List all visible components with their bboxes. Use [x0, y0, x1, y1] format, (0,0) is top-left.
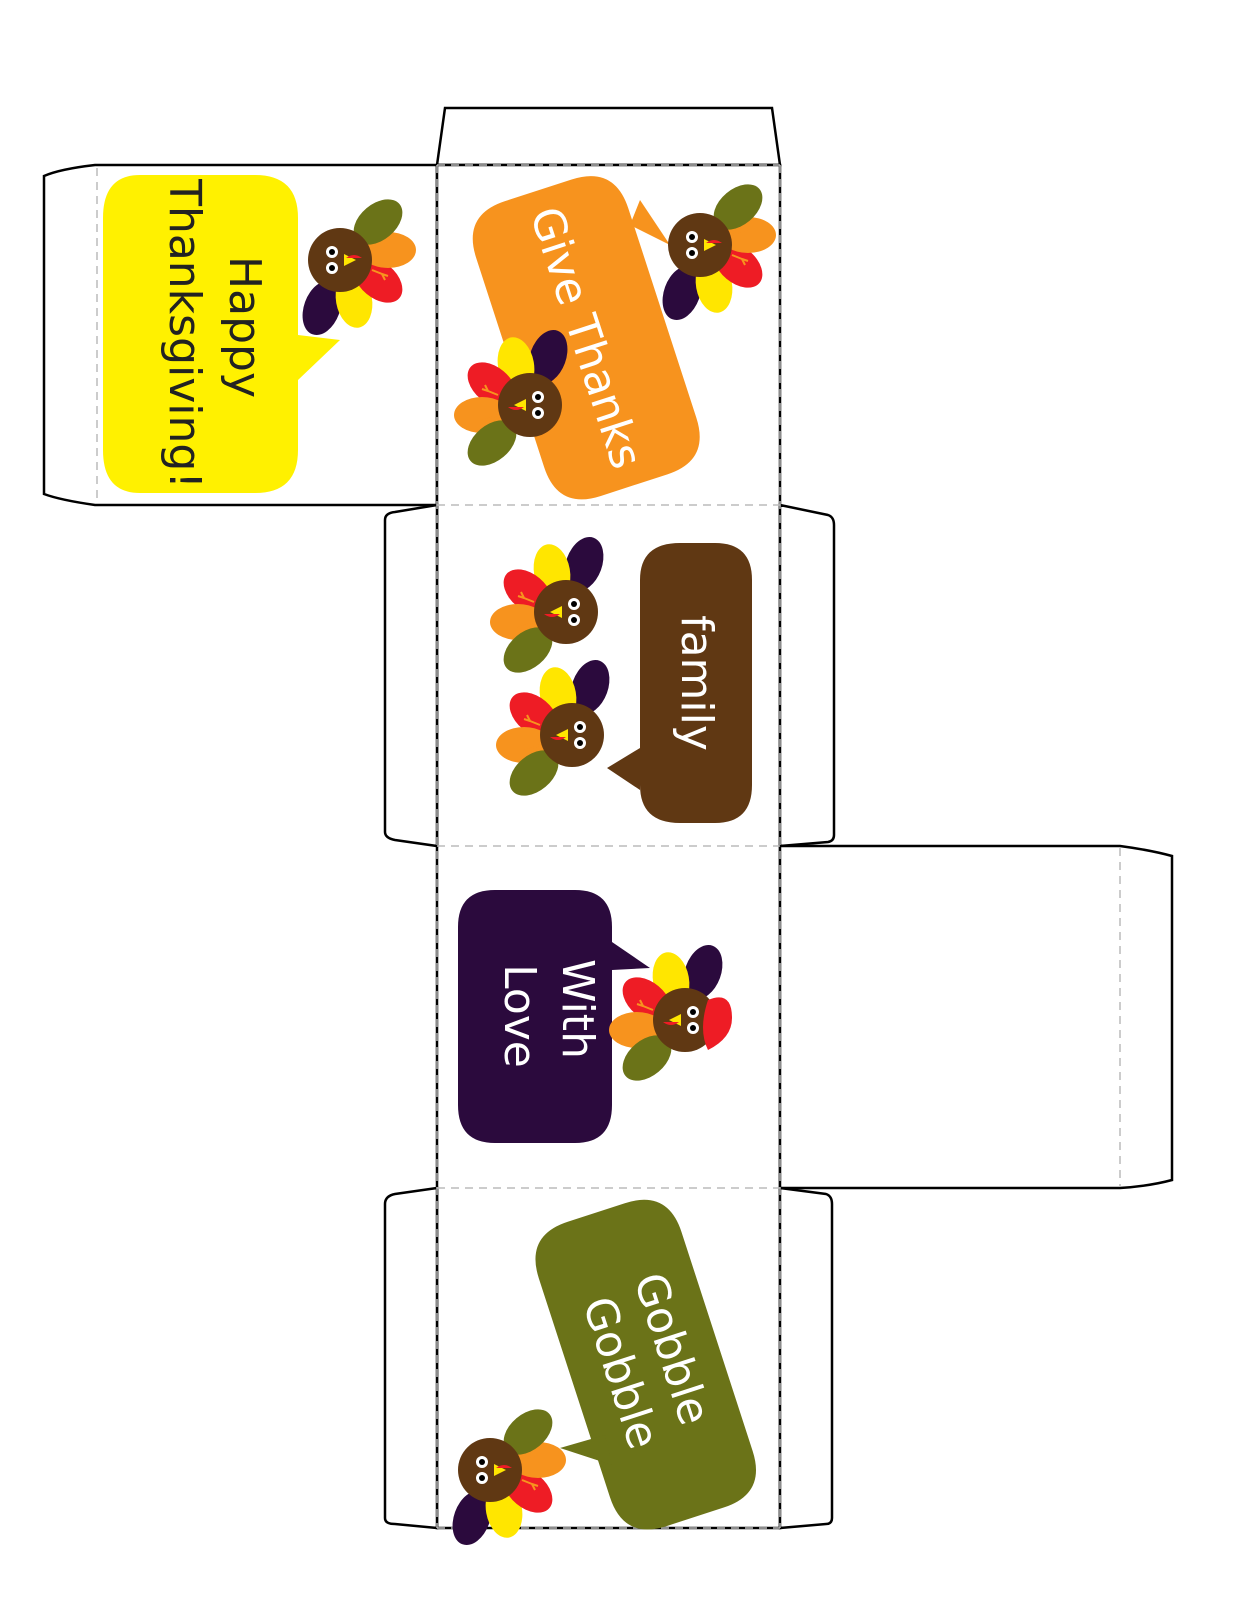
speech-bubble-brown	[607, 543, 752, 823]
gobble-side-tab	[383, 1186, 439, 1530]
panel-happy-thanksgiving: Happy Thanksgiving!	[103, 175, 417, 493]
panel-with-love: With Love	[458, 890, 732, 1143]
panel-family: family	[489, 530, 752, 823]
speech-bubble-purple	[458, 890, 650, 1143]
top-lid-flap	[435, 106, 782, 167]
speech-bubble-tail-orange	[630, 200, 670, 245]
panel-gobble-gobble: Gobble Gobble	[444, 1199, 756, 1552]
with-love-label: With Love	[494, 959, 603, 1073]
family-side-tab-right	[778, 503, 836, 848]
heart-icon	[703, 997, 732, 1050]
happy-label: Happy Thanksgiving!	[159, 178, 270, 489]
family-label: family	[671, 615, 722, 751]
speech-bubble-tail-olive	[560, 1435, 612, 1465]
speech-bubble-yellow	[103, 175, 340, 493]
gobble-side-tab-right	[778, 1186, 834, 1530]
family-side-tab	[383, 503, 439, 848]
panel-give-thanks: Give Thanks	[453, 174, 777, 500]
fold-lines	[96, 164, 1121, 1529]
blank-side-panel	[778, 844, 1174, 1190]
speech-bubble-olive	[535, 1199, 756, 1530]
